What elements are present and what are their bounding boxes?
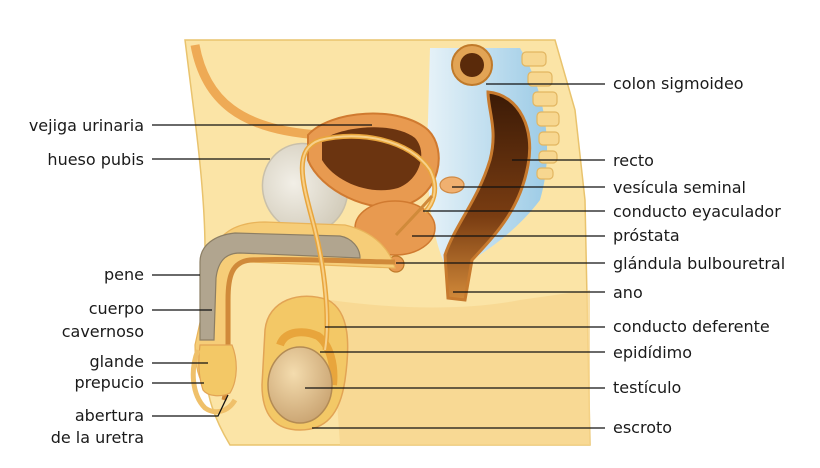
abdominal-cavity — [427, 48, 548, 275]
label-prepucio: prepucio — [74, 373, 144, 392]
seminal-vesicle — [439, 176, 465, 194]
label-conducto-eyac: conducto eyaculador — [613, 202, 781, 221]
corpus-cavernosum — [199, 232, 361, 341]
epididymis — [276, 328, 338, 386]
label-abertura-1: abertura — [75, 406, 144, 425]
foreskin — [190, 349, 238, 415]
label-hueso: hueso pubis — [47, 150, 144, 169]
label-colon: colon sigmoideo — [613, 74, 744, 93]
left-leaders — [152, 124, 372, 417]
label-vesicula: vesícula seminal — [613, 178, 746, 197]
glans — [198, 344, 237, 397]
perineum-shading — [330, 290, 590, 445]
label-pene: pene — [104, 265, 144, 284]
label-recto: recto — [613, 151, 654, 170]
rectum — [443, 90, 532, 302]
abdominal-wall — [190, 44, 321, 140]
label-cuerpo-2: cavernoso — [62, 322, 144, 341]
label-cuerpo-1: cuerpo — [89, 299, 144, 318]
label-vejiga: vejiga urinaria — [29, 116, 144, 135]
testis — [267, 346, 333, 424]
ejaculatory-duct — [394, 195, 434, 237]
vas-deferens-inner — [301, 135, 436, 351]
label-abertura-2: de la uretra — [51, 428, 144, 447]
label-glandula: glándula bulbouretral — [613, 254, 785, 273]
label-testiculo: testículo — [613, 378, 681, 397]
label-epididimo: epidídimo — [613, 343, 692, 362]
colon-lumen — [460, 53, 484, 77]
label-ano: ano — [613, 283, 643, 302]
label-glande: glande — [89, 352, 144, 371]
left-labels: vejiga urinaria hueso pubis pene cuerpo … — [29, 116, 144, 447]
right-labels: colon sigmoideo recto vesícula seminal c… — [613, 74, 785, 437]
label-escroto: escroto — [613, 418, 672, 437]
label-conducto-def: conducto deferente — [613, 317, 770, 336]
right-leaders — [305, 83, 605, 429]
label-prostata: próstata — [613, 226, 680, 245]
